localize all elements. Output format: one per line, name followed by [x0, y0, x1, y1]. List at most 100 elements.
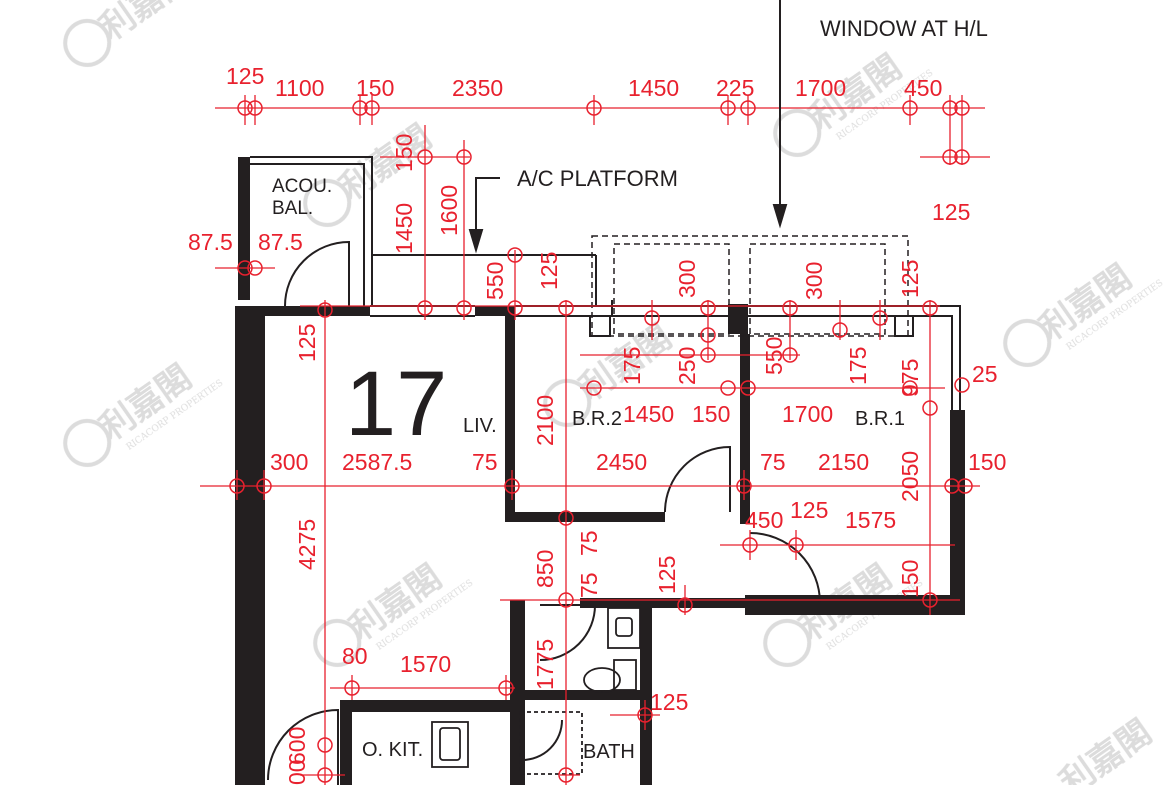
- room-label-bal: BAL.: [272, 198, 313, 219]
- dim-label: 1100: [275, 75, 324, 101]
- wall-column-mid: [728, 304, 748, 334]
- dim-label: 150: [897, 560, 923, 598]
- watermark: 利嘉閣: [303, 117, 439, 227]
- dimension-labels: 125 1100 150 2350 1450 225 1700 450 125 …: [188, 63, 1006, 785]
- dim-label: 150: [391, 134, 417, 172]
- dim-label: 87.5: [258, 229, 303, 255]
- dim-label: 1450: [628, 75, 679, 101]
- dim-label: 4275: [294, 519, 320, 570]
- dim-label: 2100: [532, 395, 558, 446]
- dim-label: 225: [716, 75, 754, 101]
- dim-label: 75: [576, 530, 602, 556]
- room-label-kitchen: O. KIT.: [362, 739, 423, 761]
- dim-label: 150: [356, 75, 394, 101]
- dim-label: 125: [897, 260, 923, 298]
- dim-label: 600: [284, 727, 310, 765]
- room-label-living: LIV.: [463, 415, 497, 437]
- watermark: 利嘉閣: [1053, 712, 1159, 785]
- dim-label: 1700: [795, 75, 846, 101]
- watermark: 利嘉閣: [63, 0, 199, 67]
- dimension-lines: [200, 95, 990, 785]
- dim-label: 300: [270, 449, 308, 475]
- entry-door: [267, 708, 339, 785]
- dim-label: 450: [904, 75, 942, 101]
- dim-label: 125: [654, 556, 680, 594]
- kitchen-sink: [431, 721, 469, 768]
- br2-door: [664, 445, 731, 513]
- dim-label: 2050: [897, 451, 923, 502]
- watermark: 利嘉閣 RICACORP PROPERTIES: [1003, 257, 1165, 367]
- dim-label: 2587.5: [342, 449, 412, 475]
- room-label-bath: BATH: [583, 741, 635, 763]
- dim-label: 1450: [391, 203, 417, 254]
- shower-door: [521, 719, 563, 761]
- dim-label: 1700: [782, 401, 833, 427]
- dim-label: 125: [226, 63, 264, 89]
- dim-label: 125: [932, 199, 970, 225]
- dim-label: 1570: [400, 651, 451, 677]
- dim-label: 150: [692, 401, 730, 427]
- wall-top-left: [235, 306, 370, 316]
- dim-label: 450: [745, 507, 783, 533]
- unit-number: 17: [345, 353, 447, 455]
- room-label-bedroom1: B.R.1: [855, 408, 905, 430]
- watermark: 利嘉閣 RICACORP PROPERTIES: [63, 357, 225, 467]
- wall-br2-left: [505, 306, 515, 521]
- shower: [519, 711, 583, 775]
- dim-label: 1600: [436, 185, 462, 236]
- toilet: [613, 659, 637, 691]
- br1-door: [749, 532, 822, 604]
- wall-kit-left: [510, 600, 525, 785]
- dim-label: 00: [284, 759, 310, 785]
- balcony-door: [284, 240, 350, 307]
- dim-label: 1775: [532, 639, 558, 690]
- dim-label: 550: [482, 262, 508, 300]
- wall-lobby-bottom: [745, 595, 965, 615]
- svg-text:利嘉閣: 利嘉閣: [1053, 712, 1159, 785]
- wall-left: [235, 306, 265, 785]
- dim-label: 125: [294, 324, 320, 362]
- wall-right: [950, 410, 965, 615]
- dim-label: 175: [845, 347, 871, 385]
- wall-br2-bottom: [505, 512, 665, 522]
- wall-bath-right: [640, 598, 652, 785]
- dim-label: 25: [972, 361, 998, 387]
- dim-label: 1575: [845, 507, 896, 533]
- dim-label: 300: [801, 262, 827, 300]
- wall-balcony-left: [238, 157, 250, 300]
- dim-label: 75: [760, 449, 786, 475]
- wall-kit-top: [340, 700, 525, 712]
- fixtures: [431, 607, 641, 775]
- room-label-acou: ACOU.: [272, 176, 332, 197]
- dim-label: 80: [342, 643, 368, 669]
- annotation-arrows: [468, 0, 788, 254]
- dim-label: 550: [761, 337, 787, 375]
- doors: [267, 240, 822, 785]
- dim-label: 2150: [818, 449, 869, 475]
- ac-platform-boxes: [591, 235, 909, 337]
- dim-label: 125: [790, 497, 828, 523]
- dim-label: 2450: [596, 449, 647, 475]
- dim-label: 150: [968, 449, 1006, 475]
- dimension-markers: [229, 100, 973, 783]
- dim-label: 75: [472, 449, 498, 475]
- wall-top-mid: [475, 306, 515, 316]
- ac-platform-annotation: A/C PLATFORM: [517, 166, 678, 191]
- dim-label: 850: [532, 550, 558, 588]
- dim-label: 1450: [623, 401, 674, 427]
- dim-label: 250: [674, 347, 700, 385]
- dim-label: 125: [536, 252, 562, 290]
- dim-label: 125: [650, 689, 688, 715]
- dim-label: 87.5: [188, 229, 233, 255]
- wall-bath-top: [520, 690, 642, 700]
- window-annotation: WINDOW AT H/L: [820, 16, 988, 41]
- bath-basin: [607, 607, 641, 649]
- watermark-layer: 利嘉閣 利嘉閣 RICACORP PROPERTIES 利嘉閣 利嘉閣 RICA…: [63, 0, 1165, 785]
- dim-label: 975: [897, 359, 923, 397]
- room-label-bedroom2: B.R.2: [572, 408, 622, 430]
- dim-label: 300: [674, 260, 700, 298]
- dim-label: 175: [619, 347, 645, 385]
- wall-corr-bottom: [580, 598, 750, 608]
- bath-door: [539, 604, 597, 661]
